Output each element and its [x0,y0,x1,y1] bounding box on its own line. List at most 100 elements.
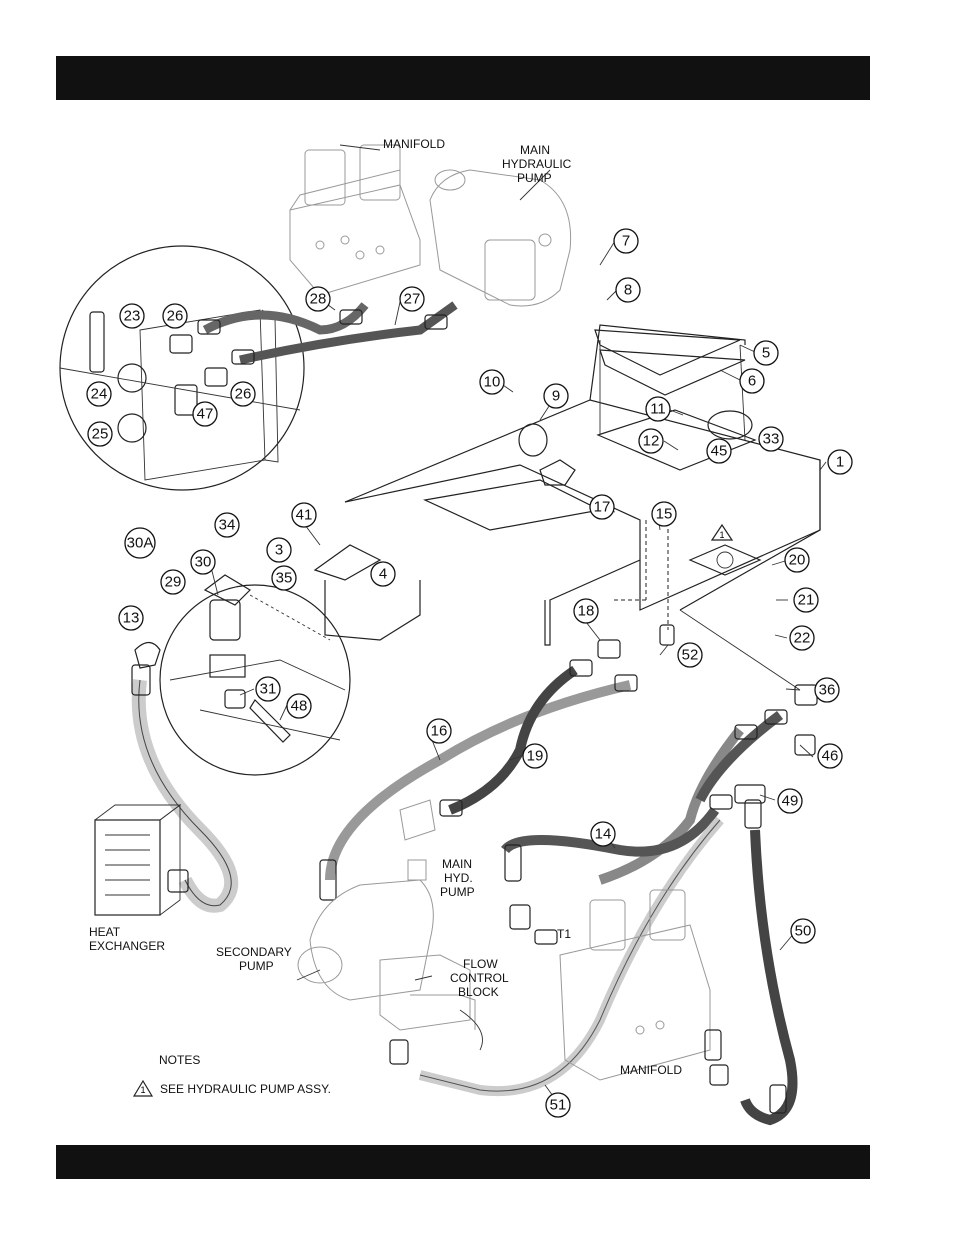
callout-number: 49 [782,793,799,810]
middle-hoses [320,625,674,900]
callout-number: 12 [643,433,660,450]
callout-number: 30A [127,535,154,552]
callout-number: 18 [578,603,595,620]
callout-35: 35 [272,566,296,590]
label-flow-control-3: BLOCK [458,985,499,999]
label-secondary-pump-2: PUMP [239,959,274,973]
callout-27: 27 [400,287,424,311]
callout-number: 25 [92,426,109,443]
label-main-pump-top-3: PUMP [517,171,552,185]
callout-number: 48 [291,698,308,715]
callout-number: 7 [622,233,630,250]
callout-7: 7 [614,229,638,253]
callout-number: 4 [379,566,387,583]
callout-6: 6 [740,369,764,393]
callout-number: 22 [794,630,811,647]
callout-30a: 30A [125,528,155,558]
callout-number: 21 [798,592,815,609]
callout-22: 22 [790,626,814,650]
callout-9: 9 [544,384,568,408]
tank-note-marker: 1 [719,530,724,540]
callout-number: 17 [594,499,611,516]
callout-20: 20 [785,548,809,572]
callout-47: 47 [193,402,217,426]
callout-34: 34 [215,513,239,537]
callout-18: 18 [574,599,598,623]
callout-5: 5 [754,341,778,365]
label-main-pump-top-2: HYDRAULIC [502,157,572,171]
callout-number: 1 [836,454,844,471]
callout-28: 28 [306,287,330,311]
callout-number: 19 [527,748,544,765]
label-manifold-bottom: MANIFOLD [620,1063,682,1077]
callout-1: 1 [828,450,852,474]
label-main-hyd-pump-3: PUMP [440,885,475,899]
note-1-text: SEE HYDRAULIC PUMP ASSY. [160,1082,331,1096]
callout-number: 51 [550,1097,567,1114]
callout-16: 16 [427,719,451,743]
callout-number: 31 [260,681,277,698]
callout-number: 24 [91,386,108,403]
callout-number: 26 [167,308,184,325]
callout-31: 31 [256,677,280,701]
callout-number: 27 [404,291,421,308]
callout-15: 15 [652,502,676,526]
callout-number: 47 [197,406,214,423]
callout-number: 45 [711,443,728,460]
callout-11: 11 [646,397,670,421]
callout-3: 3 [267,538,291,562]
callout-13: 13 [119,606,143,630]
note-1-marker: 1 [140,1085,145,1095]
label-t1: T1 [557,927,571,941]
leader-lines [210,145,826,1103]
callout-number: 41 [296,507,313,524]
callout-8: 8 [616,278,640,302]
callout-number: 35 [276,570,293,587]
callout-number: 23 [124,308,141,325]
heat-exchanger-drawing [95,643,231,916]
label-heat-exchanger-2: EXCHANGER [89,939,165,953]
callout-51: 51 [546,1093,570,1117]
callout-17: 17 [590,495,614,519]
callout-number: 29 [165,574,182,591]
callout-number: 3 [275,542,283,559]
callout-23: 23 [120,304,144,328]
callout-number: 11 [650,401,666,418]
label-main-hyd-pump-2: HYD. [444,871,473,885]
callout-36: 36 [815,678,839,702]
detail-circle-lower [160,575,350,775]
label-main-hyd-pump-1: MAIN [442,857,472,871]
callout-number: 34 [219,517,236,534]
callout-number: 5 [762,345,770,362]
top-main-pump-drawing [430,170,571,306]
callout-number: 20 [789,552,806,569]
top-manifold-drawing [290,145,420,295]
callout-48: 48 [287,694,311,718]
detail-circle-upper [60,246,304,490]
callout-24: 24 [87,382,111,406]
callout-25: 25 [88,422,112,446]
callout-49: 49 [778,789,802,813]
callout-number: 28 [310,291,327,308]
callout-number: 30 [195,554,212,571]
callout-number: 46 [822,748,839,765]
callout-33: 33 [759,427,783,451]
label-flow-control-1: FLOW [463,957,498,971]
callout-number: 15 [656,506,673,523]
callout-number: 6 [748,373,756,390]
callout-21: 21 [794,588,818,612]
callout-29: 29 [161,570,185,594]
callout-14: 14 [591,822,615,846]
callout-19: 19 [523,744,547,768]
notes-title: NOTES [159,1053,200,1067]
callout-number: 13 [123,610,140,627]
callout-46: 46 [818,744,842,768]
hose-27-28 [198,305,455,364]
label-secondary-pump-1: SECONDARY [216,945,292,959]
callout-number: 33 [763,431,780,448]
callout-number: 52 [682,647,699,664]
callout-number: 50 [795,923,812,940]
secondary-pump-drawing [298,800,483,1064]
callout-52: 52 [678,643,702,667]
